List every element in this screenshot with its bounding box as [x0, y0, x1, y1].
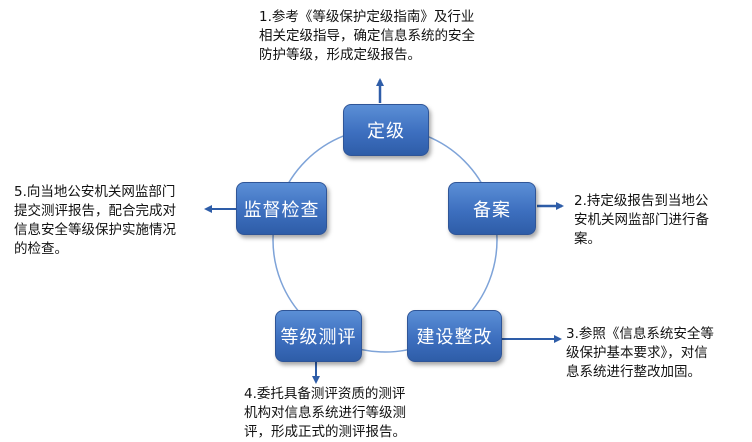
- note-step1: 1.参考《等级保护定级指南》及行业 相关定级指导，确定信息系统的安全 防护等级，…: [259, 9, 475, 63]
- note-step2: 2.持定级报告到当地公 安机关网监部门进行备 案。: [574, 193, 709, 247]
- node-jiancha: 监督检查: [236, 182, 327, 235]
- node-beian: 备案: [448, 182, 536, 235]
- note-step4: 4.委托具备测评资质的测评 机构对信息系统进行等级测 评，形成正式的测评报告。: [244, 386, 406, 440]
- note-step5: 5.向当地公安机关网监部门 提交测评报告，配合完成对 信息安全等级保护实施情况 …: [14, 184, 176, 257]
- note-step3: 3.参照《信息系统安全等 级保护基本要求》，对信 息系统进行整改加固。: [566, 326, 714, 380]
- node-ceping: 等级测评: [275, 310, 362, 362]
- node-jianshe: 建设整改: [407, 310, 502, 362]
- node-dingji: 定级: [343, 104, 429, 156]
